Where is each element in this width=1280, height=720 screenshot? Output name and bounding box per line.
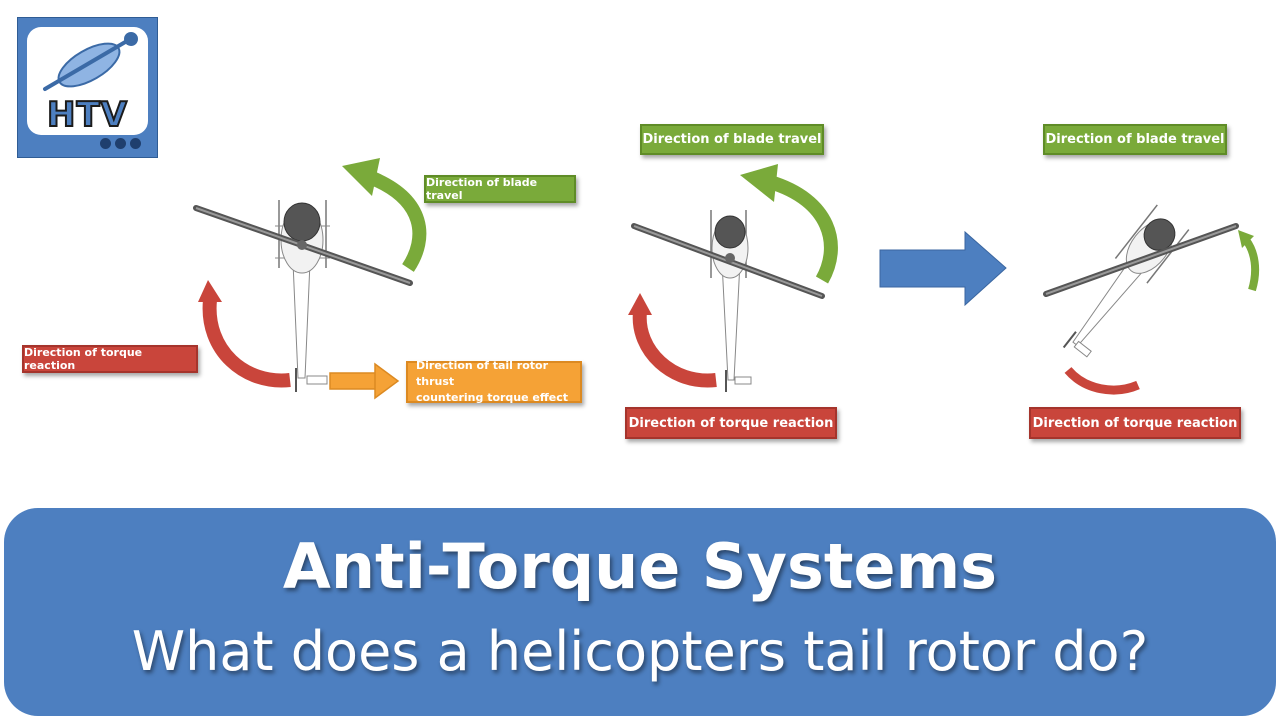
htv-logo: HTV xyxy=(17,17,158,158)
tail-thrust-arrow xyxy=(329,362,400,400)
blade-travel-arrow-2 xyxy=(740,164,838,284)
banner-subtitle: What does a helicopters tail rotor do? xyxy=(131,620,1149,683)
blade-travel-arrow-1 xyxy=(342,158,427,272)
blade-travel-label-3: Direction of blade travel xyxy=(1043,124,1227,155)
main-rotor-3 xyxy=(1043,223,1239,297)
torque-reaction-arrow-2 xyxy=(628,293,717,388)
logo-dots xyxy=(96,134,141,153)
blade-travel-label-2: Direction of blade travel xyxy=(640,124,824,155)
logo-dot xyxy=(130,138,141,149)
logo-text: HTV xyxy=(46,94,128,136)
torque-reaction-label-3: Direction of torque reaction xyxy=(1029,407,1241,439)
torque-reaction-label-1: Direction of torque reaction xyxy=(22,345,198,373)
helicopter-1 xyxy=(193,200,413,392)
torque-reaction-label-2: Direction of torque reaction xyxy=(625,407,837,439)
banner-title: Anti-Torque Systems xyxy=(282,530,998,603)
blade-travel-label-1: Direction of blade travel xyxy=(424,175,576,203)
tail-thrust-label-line2: countering torque effect xyxy=(416,391,569,404)
torque-reaction-arrow-1 xyxy=(198,280,291,388)
title-banner: Anti-Torque Systems What does a helicopt… xyxy=(4,508,1276,716)
helicopter-2 xyxy=(631,210,825,392)
logo-dot xyxy=(100,138,111,149)
tail-thrust-label-line1: Direction of tail rotor thrust xyxy=(416,359,548,388)
logo-badge: HTV xyxy=(27,27,148,136)
helicopter-icon xyxy=(43,32,138,91)
blade-travel-arrow-3 xyxy=(1238,230,1260,292)
torque-reaction-arrow-3 xyxy=(1064,366,1140,395)
anti-torque-diagram xyxy=(193,158,1260,400)
transition-arrow xyxy=(879,230,1007,307)
logo-dot xyxy=(115,138,126,149)
tail-thrust-label: Direction of tail rotor thrust counterin… xyxy=(406,359,582,404)
